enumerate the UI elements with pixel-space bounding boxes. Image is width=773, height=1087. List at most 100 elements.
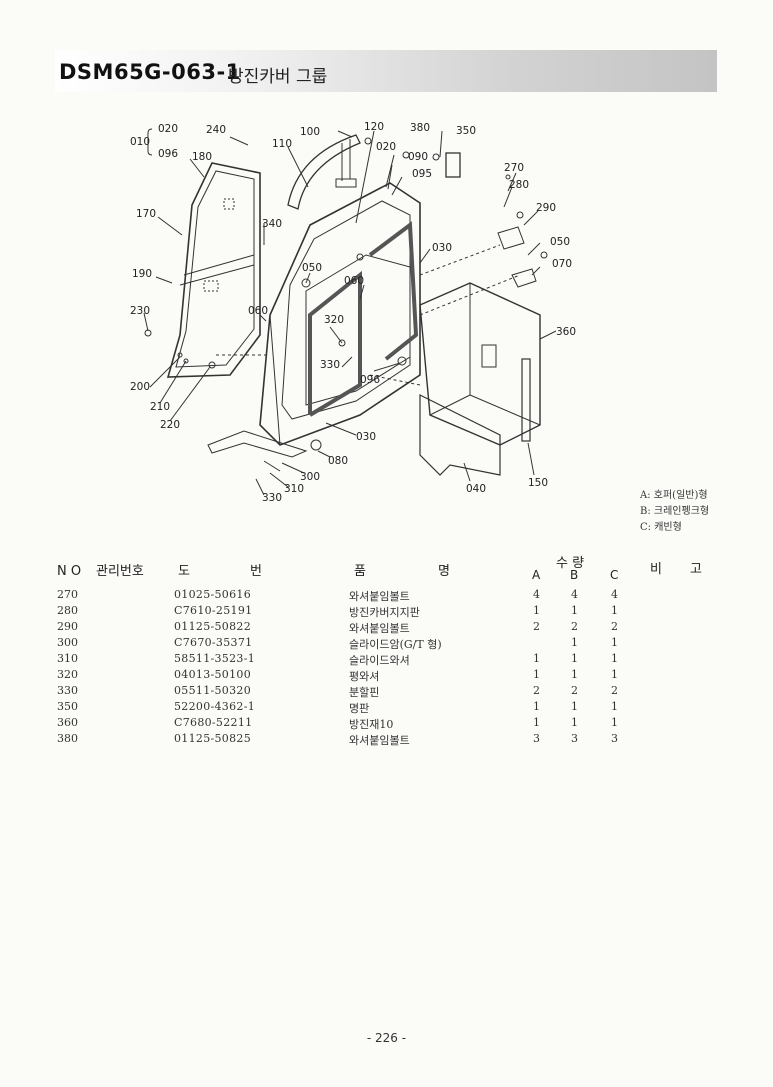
cell-part: 58511-3523-1 bbox=[174, 652, 256, 665]
cell-c: 1 bbox=[611, 652, 618, 665]
cell-c: 1 bbox=[611, 668, 618, 681]
legend-a: A: 호퍼(일반)형 bbox=[640, 490, 708, 501]
label-330b: 330 bbox=[262, 492, 283, 504]
cell-a: 1 bbox=[533, 716, 540, 729]
cell-b: 1 bbox=[571, 700, 578, 713]
label-320: 320 bbox=[324, 314, 345, 326]
table-row: 300 C7670-35371 슬라이드암(G/T 형) 1 1 bbox=[0, 636, 773, 652]
label-050b: 050 bbox=[550, 236, 571, 248]
cell-a: 1 bbox=[533, 604, 540, 617]
header-qty: 수 량 bbox=[556, 556, 585, 571]
table-row: 360 C7680-52211 방진재10 1 1 1 bbox=[0, 716, 773, 732]
label-050a: 050 bbox=[302, 262, 323, 274]
table-row: 310 58511-3523-1 슬라이드와셔 1 1 1 bbox=[0, 652, 773, 668]
table-row: 320 04013-50100 평와셔 1 1 1 bbox=[0, 668, 773, 684]
cell-c: 2 bbox=[611, 620, 618, 633]
cell-no: 290 bbox=[57, 620, 78, 633]
cell-b: 1 bbox=[571, 604, 578, 617]
cell-part: 52200-4362-1 bbox=[174, 700, 256, 713]
label-200: 200 bbox=[130, 381, 151, 393]
header-a: A bbox=[532, 568, 541, 582]
label-340: 340 bbox=[262, 218, 283, 230]
cell-name: 방진재10 bbox=[349, 718, 394, 731]
header-no: N O bbox=[57, 564, 82, 579]
header-remark-2: 고 bbox=[690, 562, 702, 577]
model-legend: A: 호퍼(일반)형 B: 크레인펭크형 C: 캐빈형 bbox=[640, 488, 709, 536]
cell-b: 1 bbox=[571, 636, 578, 649]
cell-c: 1 bbox=[611, 716, 618, 729]
cell-part: 04013-50100 bbox=[174, 668, 252, 681]
cell-b: 1 bbox=[571, 668, 578, 681]
cell-part: C7680-52211 bbox=[174, 716, 253, 729]
label-240: 240 bbox=[206, 124, 227, 136]
parts-table-header: N O 관리번호 도 번 품 명 수 량 A B C 비 고 bbox=[0, 556, 773, 586]
label-180: 180 bbox=[192, 151, 213, 163]
label-100: 100 bbox=[300, 126, 321, 138]
label-020a: 020 bbox=[158, 123, 179, 135]
cell-c: 3 bbox=[611, 732, 618, 745]
label-095: 095 bbox=[412, 168, 433, 180]
header-mgmt: 관리번호 bbox=[96, 564, 144, 579]
cell-no: 320 bbox=[57, 668, 78, 681]
cell-a: 3 bbox=[533, 732, 540, 745]
label-330a: 330 bbox=[320, 359, 341, 371]
cell-name: 방진카버지지판 bbox=[349, 606, 420, 619]
cell-no: 330 bbox=[57, 684, 78, 697]
cell-part: C7610-25191 bbox=[174, 604, 253, 617]
cell-name: 명판 bbox=[349, 702, 370, 715]
cell-a: 2 bbox=[533, 684, 540, 697]
cell-c: 1 bbox=[611, 604, 618, 617]
label-280: 280 bbox=[509, 179, 530, 191]
label-290: 290 bbox=[536, 202, 557, 214]
label-310: 310 bbox=[284, 483, 305, 495]
cell-name: 와셔붙임볼트 bbox=[349, 734, 410, 747]
label-040: 040 bbox=[466, 483, 487, 495]
cell-c: 1 bbox=[611, 700, 618, 713]
label-110: 110 bbox=[272, 138, 293, 150]
label-010: 010 bbox=[130, 136, 151, 148]
label-150: 150 bbox=[528, 477, 549, 489]
cell-part: 01125-50822 bbox=[174, 620, 252, 633]
label-080: 080 bbox=[328, 455, 349, 467]
cell-part: 01125-50825 bbox=[174, 732, 252, 745]
table-row: 380 01125-50825 와셔붙임볼트 3 3 3 bbox=[0, 732, 773, 748]
label-170: 170 bbox=[136, 208, 157, 220]
header-drawing-1: 도 bbox=[178, 564, 190, 579]
label-020b: 020 bbox=[376, 141, 397, 153]
group-title: 방진카버 그룹 bbox=[228, 67, 328, 87]
label-270: 270 bbox=[504, 162, 525, 174]
cell-a: 1 bbox=[533, 652, 540, 665]
label-360: 360 bbox=[556, 326, 577, 338]
label-380: 380 bbox=[410, 122, 431, 134]
page-header: DSM65G-063-1 방진카버 그룹 bbox=[55, 50, 717, 92]
header-remark-1: 비 bbox=[650, 562, 662, 577]
cell-a: 1 bbox=[533, 700, 540, 713]
cell-b: 4 bbox=[571, 588, 578, 601]
cell-a: 2 bbox=[533, 620, 540, 633]
model-code: DSM65G-063-1 bbox=[59, 60, 241, 84]
cell-b: 1 bbox=[571, 716, 578, 729]
label-120: 120 bbox=[364, 121, 385, 133]
cell-no: 360 bbox=[57, 716, 78, 729]
legend-c: C: 캐빈형 bbox=[640, 522, 682, 533]
label-230: 230 bbox=[130, 305, 151, 317]
cell-b: 1 bbox=[571, 652, 578, 665]
label-030b: 030 bbox=[356, 431, 377, 443]
cell-no: 270 bbox=[57, 588, 78, 601]
table-row: 280 C7610-25191 방진카버지지판 1 1 1 bbox=[0, 604, 773, 620]
label-350: 350 bbox=[456, 125, 477, 137]
cell-c: 2 bbox=[611, 684, 618, 697]
header-name-2: 명 bbox=[438, 564, 450, 579]
header-c: C bbox=[610, 568, 619, 582]
cell-name: 분할핀 bbox=[349, 686, 380, 699]
cell-part: 01025-50616 bbox=[174, 588, 252, 601]
cell-b: 2 bbox=[571, 620, 578, 633]
table-row: 330 05511-50320 분할핀 2 2 2 bbox=[0, 684, 773, 700]
cell-a: 1 bbox=[533, 668, 540, 681]
label-030a: 030 bbox=[432, 242, 453, 254]
diagram-drawing bbox=[143, 128, 557, 496]
label-060a: 060 bbox=[344, 275, 365, 287]
exploded-parts-diagram: 020 010 096 240 100 120 380 350 180 110 … bbox=[120, 115, 590, 515]
label-190: 190 bbox=[132, 268, 153, 280]
label-090: 090 bbox=[408, 151, 429, 163]
